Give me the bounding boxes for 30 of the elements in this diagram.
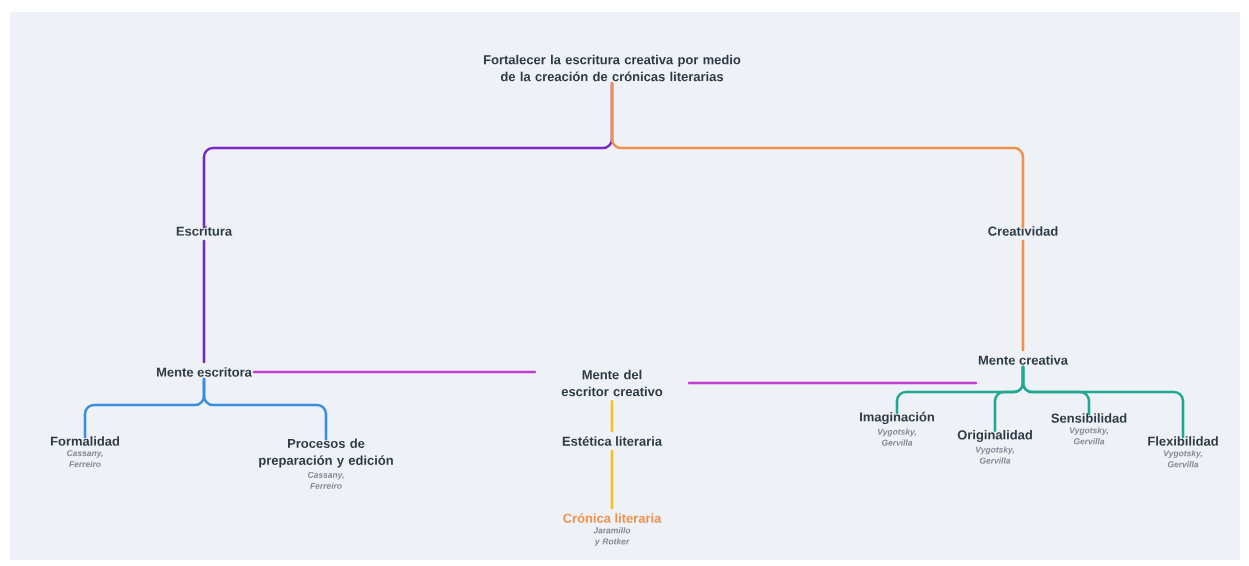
citation-text: Vygotsky, Gervilla — [1069, 427, 1109, 445]
node-label: Mente del escritor creativo — [561, 369, 663, 397]
node-label: Mente escritora — [157, 367, 252, 377]
connector-line — [687, 381, 978, 385]
citation-text: Vygotsky, Gervilla — [975, 446, 1015, 464]
connector-line — [202, 239, 206, 364]
node-label: Mente creativa — [978, 355, 1069, 365]
citation-text: Vygotsky, Gervilla — [877, 428, 917, 446]
node-label: Creatividad — [988, 226, 1058, 236]
connector-line — [1021, 239, 1025, 352]
connector-line — [610, 82, 1025, 229]
connector-line — [610, 449, 614, 510]
node-label: Fortalecer la escritura creativa por medio de la creación de crónicas literarias — [484, 54, 741, 82]
node-label: Escritura — [176, 226, 233, 236]
connector-line — [252, 370, 537, 374]
node-label: Sensibilidad — [1051, 413, 1127, 423]
citation-text: Cassany, Ferreiro — [308, 471, 344, 489]
node-label: Flexibilidad — [1148, 436, 1218, 446]
node-label: Imaginación — [860, 411, 934, 425]
citation-text: Jaramillo y Rotker — [593, 527, 631, 547]
connector-line — [202, 377, 328, 441]
connector-line — [1021, 365, 1185, 439]
citation-text: Vygotsky, Gervilla — [1163, 450, 1203, 468]
node-label: Procesos de preparación y edición — [259, 438, 393, 468]
node-label: Formalidad — [50, 436, 120, 446]
node-label: Crónica literaria — [563, 513, 662, 523]
node-label: Originalidad — [957, 429, 1032, 443]
citation-text: Cassany, Ferreiro — [67, 450, 103, 468]
node-label: Estética literaria — [562, 436, 663, 446]
connector-line — [610, 400, 614, 433]
